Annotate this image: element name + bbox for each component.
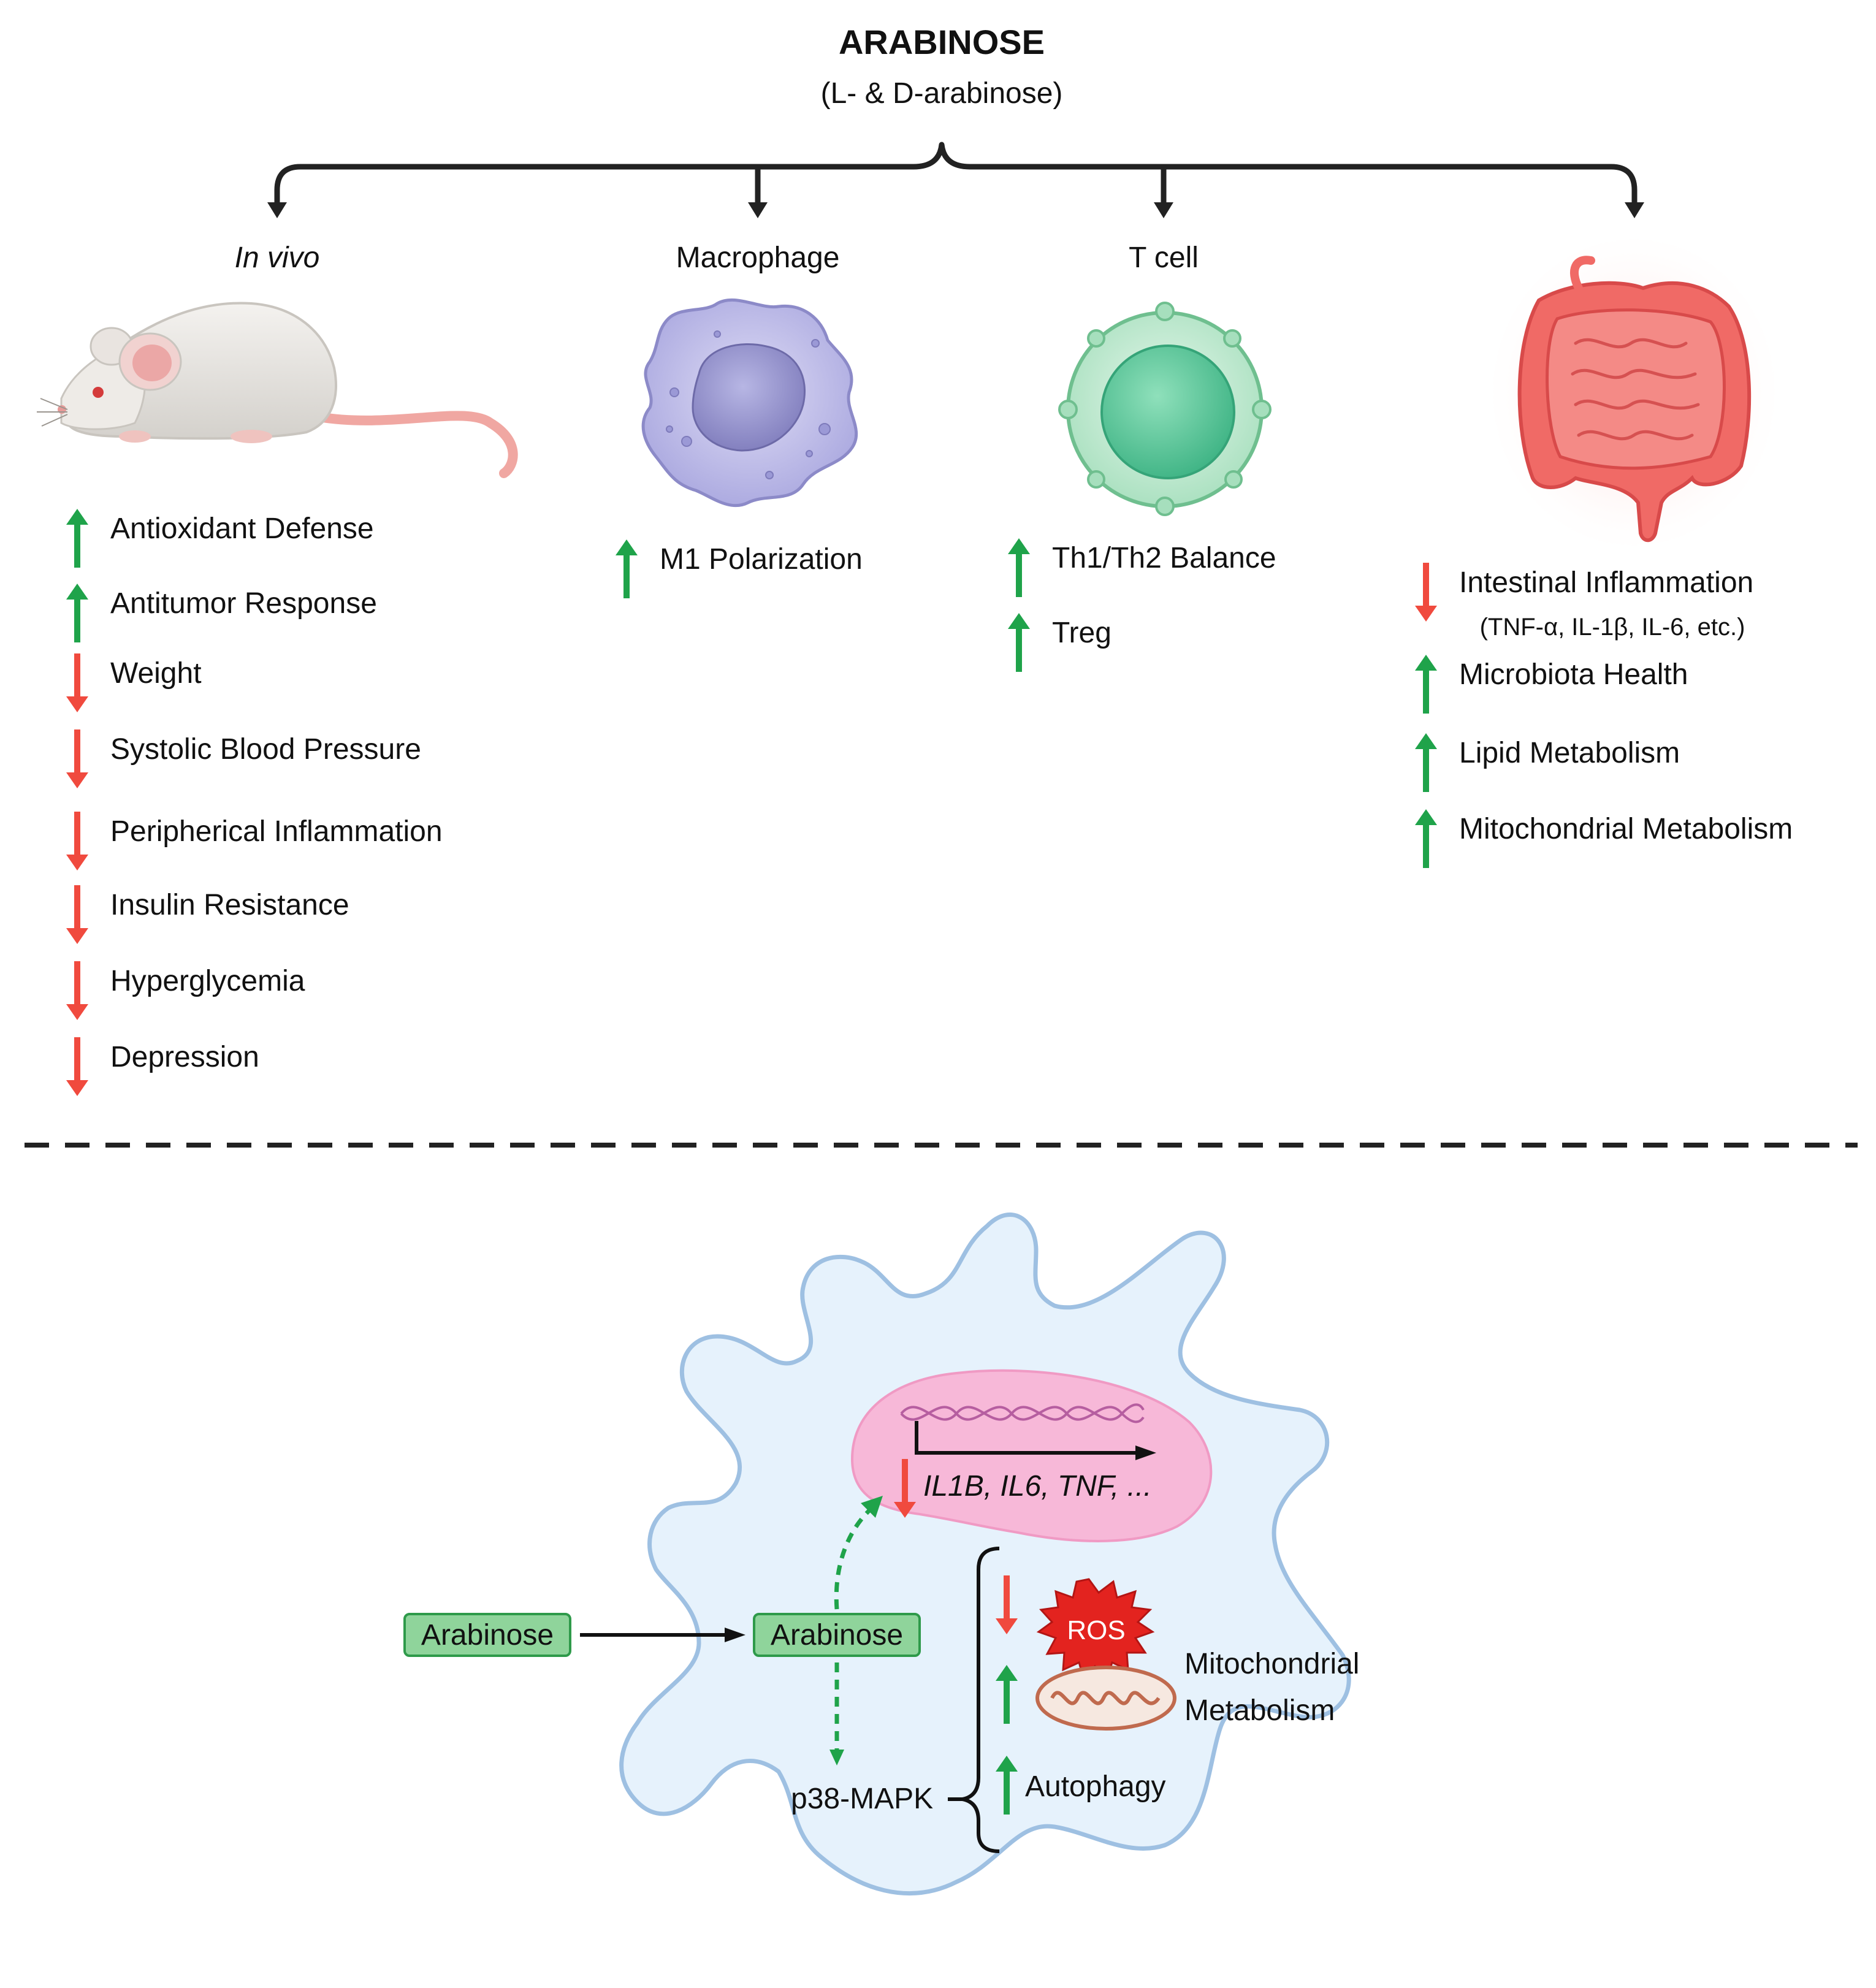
transcription-arrowhead xyxy=(1135,1445,1156,1460)
up-arrow-intestine-3 xyxy=(1415,809,1437,868)
mouse-ear-inner xyxy=(132,345,172,381)
down-arrow-in-vivo-7 xyxy=(66,1037,88,1096)
figure-title: ARABINOSE xyxy=(839,23,1045,61)
macrophage-icon xyxy=(641,298,858,508)
mouse-foot-back xyxy=(231,430,272,443)
mouse-whiskers xyxy=(37,398,68,427)
up-arrow-in-vivo-0 xyxy=(66,509,88,568)
arabinose-box-outside xyxy=(403,1613,571,1657)
up-arrow-macrophage-0 xyxy=(616,539,638,598)
p38-effect-bracket xyxy=(948,1547,1000,1853)
down-arrow-in-vivo-6 xyxy=(66,961,88,1020)
heading-in-vivo: In vivo xyxy=(235,242,320,274)
up-arrow-intestine-1 xyxy=(1415,655,1437,714)
arabinose-label-inside: Arabinose xyxy=(771,1619,903,1651)
arabinose-box-inside xyxy=(753,1613,921,1657)
down-arrow-in-vivo-4 xyxy=(66,812,88,870)
effect-label-macrophage-0: M1 Polarization xyxy=(660,543,863,576)
small-intestine xyxy=(1546,308,1726,470)
heading-macrophage: Macrophage xyxy=(676,242,840,274)
macrophage-nucleus xyxy=(692,343,806,452)
macrophage-vesicles xyxy=(666,330,831,479)
effect-label-intestine-2: Lipid Metabolism xyxy=(1459,737,1680,769)
effect-label-in-vivo-5: Insulin Resistance xyxy=(110,889,349,921)
autophagy-label: Autophagy xyxy=(1025,1770,1166,1803)
effect-label-t-cell-1: Treg xyxy=(1052,617,1111,649)
effect-label-in-vivo-0: Antioxidant Defense xyxy=(110,512,374,545)
appendix xyxy=(1569,256,1595,292)
arabinose-label-outside: Arabinose xyxy=(421,1619,554,1651)
effect-label-intestine-0: Intestinal Inflammation xyxy=(1459,566,1753,599)
up-arrow-in-vivo-1 xyxy=(66,584,88,642)
arrowhead-t-cell xyxy=(1154,202,1173,218)
mito-label-line1: Mitochondrial xyxy=(1184,1648,1359,1680)
effect-note-intestine-0: (TNF-α, IL-1β, IL-6, etc.) xyxy=(1480,614,1745,641)
branch-bracket xyxy=(274,142,1638,209)
effect-label-in-vivo-4: Peripherical Inflammation xyxy=(110,815,443,848)
gene-list: IL1B, IL6, TNF, ... xyxy=(923,1470,1152,1502)
arrowhead-macrophage xyxy=(748,202,768,218)
down-arrow-in-vivo-5 xyxy=(66,885,88,944)
mito-arrow xyxy=(996,1665,1018,1724)
dna-helix-icon xyxy=(900,1403,1145,1423)
mitochondrion-icon xyxy=(1035,1666,1176,1731)
effect-label-in-vivo-2: Weight xyxy=(110,657,202,690)
t-cell-microvilli xyxy=(1058,302,1272,516)
effect-label-in-vivo-7: Depression xyxy=(110,1041,259,1073)
mouse-tail xyxy=(314,411,518,478)
down-arrow-intestine-0 xyxy=(1415,563,1437,622)
bracket-main xyxy=(274,142,1638,209)
down-arrow-in-vivo-2 xyxy=(66,653,88,712)
down-arrow-in-vivo-3 xyxy=(66,729,88,788)
signal-to-nucleus-arrow xyxy=(834,1507,872,1610)
heading-t-cell: T cell xyxy=(1129,242,1199,274)
ros-arrow xyxy=(996,1575,1018,1634)
signal-to-nucleus-arrowhead xyxy=(861,1496,883,1518)
effect-label-intestine-3: Mitochondrial Metabolism xyxy=(1459,813,1793,845)
transcription-arrow xyxy=(915,1421,1140,1455)
p38-mapk-label: p38-MAPK xyxy=(791,1783,933,1815)
effect-label-in-vivo-3: Systolic Blood Pressure xyxy=(110,733,421,766)
effect-label-intestine-1: Microbiota Health xyxy=(1459,658,1688,691)
ros-label: ROS xyxy=(1067,1615,1125,1645)
bracket-arrowheads xyxy=(267,202,1644,218)
small-intestine-loops xyxy=(1571,338,1700,441)
up-arrow-t-cell-0 xyxy=(1008,538,1030,597)
effect-label-in-vivo-1: Antitumor Response xyxy=(110,587,377,620)
mechanism-panel: IL1B, IL6, TNF, ... Arabinose Arabinose … xyxy=(403,1213,1359,1896)
mouse-icon xyxy=(37,302,518,478)
gene-expression-arrow xyxy=(894,1459,916,1518)
uptake-arrowhead xyxy=(725,1628,745,1642)
header: ARABINOSE (L- & D-arabinose) xyxy=(821,23,1063,110)
arrowhead-intestine xyxy=(1625,202,1644,218)
t-cell-nucleus xyxy=(1100,345,1235,479)
effect-label-in-vivo-6: Hyperglycemia xyxy=(110,965,305,997)
figure-subtitle: (L- & D-arabinose) xyxy=(821,77,1063,110)
t-cell-icon xyxy=(1058,302,1272,516)
mito-label-line2: Metabolism xyxy=(1184,1694,1335,1727)
up-arrow-t-cell-1 xyxy=(1008,613,1030,672)
mouse-eye xyxy=(93,387,104,398)
autophagy-arrow xyxy=(996,1756,1018,1815)
signal-to-p38-arrowhead xyxy=(829,1750,844,1765)
effect-label-t-cell-0: Th1/Th2 Balance xyxy=(1052,542,1276,574)
arrowhead-in-vivo xyxy=(267,202,287,218)
mouse-foot-front xyxy=(119,430,151,443)
intestine-icon xyxy=(1493,239,1775,546)
mechanism-direction-arrows xyxy=(894,1459,1018,1815)
up-arrow-intestine-2 xyxy=(1415,733,1437,792)
